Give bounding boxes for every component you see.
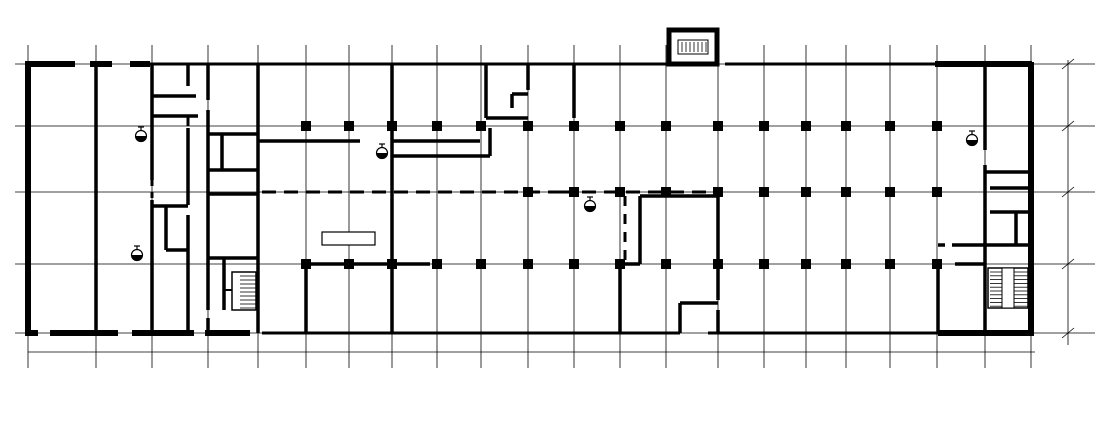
column: [476, 259, 486, 269]
staircase-left: [224, 271, 257, 311]
column: [759, 121, 769, 131]
column: [713, 259, 723, 269]
column: [801, 259, 811, 269]
column: [387, 121, 397, 131]
fire-extinguisher-icon: [375, 143, 389, 160]
dimension-tick: [1061, 120, 1075, 132]
column: [759, 187, 769, 197]
column: [301, 259, 311, 269]
fire-extinguisher-symbols: [130, 126, 979, 262]
column: [801, 121, 811, 131]
counter-desk: [321, 231, 376, 246]
column: [523, 259, 533, 269]
partition-walls-dashed: [150, 116, 1000, 264]
exterior-walls: [25, 61, 1034, 336]
dimension-ticks-right: [1061, 58, 1075, 339]
fire-extinguisher-icon: [130, 245, 144, 262]
column: [885, 121, 895, 131]
column: [301, 121, 311, 131]
column: [885, 187, 895, 197]
column: [661, 187, 671, 197]
column: [615, 259, 625, 269]
column: [615, 121, 625, 131]
column: [523, 121, 533, 131]
dimension-tick: [1061, 327, 1075, 339]
fire-extinguisher-icon: [134, 126, 148, 143]
column: [569, 121, 579, 131]
column: [432, 259, 442, 269]
column: [932, 259, 942, 269]
column: [569, 187, 579, 197]
grid-lines-horizontal: [15, 63, 1095, 334]
staircase-top: [666, 27, 720, 67]
fire-extinguisher-icon: [965, 130, 979, 147]
column: [476, 121, 486, 131]
column: [841, 187, 851, 197]
column: [713, 121, 723, 131]
column: [841, 259, 851, 269]
column: [523, 187, 533, 197]
column: [387, 259, 397, 269]
column: [759, 259, 769, 269]
column: [932, 187, 942, 197]
column: [713, 187, 723, 197]
column: [661, 121, 671, 131]
column: [344, 259, 354, 269]
column: [344, 121, 354, 131]
dimension-tick: [1061, 258, 1075, 270]
column: [432, 121, 442, 131]
dimension-tick: [1061, 58, 1075, 70]
column: [932, 121, 942, 131]
structural-columns: [301, 121, 942, 269]
column: [569, 259, 579, 269]
column: [841, 121, 851, 131]
column: [801, 187, 811, 197]
column: [885, 259, 895, 269]
dimension-tick: [1061, 186, 1075, 198]
staircase-right: [987, 267, 1029, 309]
column: [661, 259, 671, 269]
column: [615, 187, 625, 197]
fire-extinguisher-icon: [583, 196, 597, 213]
